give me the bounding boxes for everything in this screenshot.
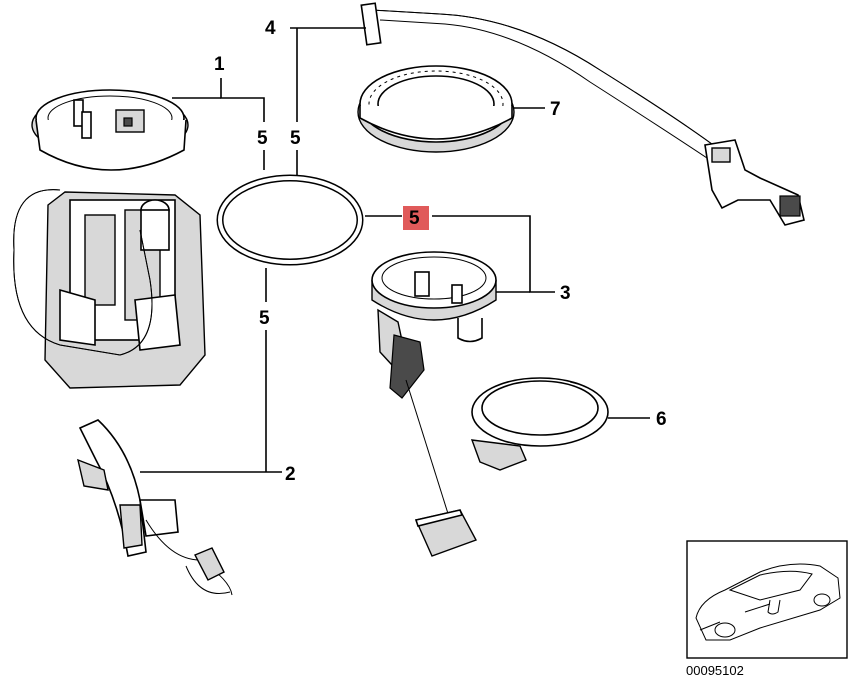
callout-6[interactable]: 6 [656,409,667,430]
callout-7[interactable]: 7 [550,99,561,120]
reference-number: 00095102 [686,663,744,678]
wire-harness[interactable] [360,2,805,226]
fuel-pump-assembly[interactable] [13,89,206,389]
leader-lines [140,27,650,473]
callout-1[interactable]: 1 [214,54,225,75]
vehicle-thumbnail [686,540,848,659]
gasket-ring[interactable] [216,174,364,266]
lock-ring[interactable] [357,65,515,153]
callout-highlight [403,206,429,230]
callout-5-top[interactable]: 5 [290,128,301,149]
callout-2[interactable]: 2 [285,464,296,485]
bracket-assembly[interactable] [77,419,233,596]
callout-5-pump[interactable]: 5 [257,128,268,149]
callout-4[interactable]: 4 [265,18,276,39]
mounting-ring[interactable] [470,377,609,471]
callout-5-bottom[interactable]: 5 [259,308,270,329]
callout-5-highlighted[interactable]: 5 [409,208,420,229]
car-outline-icon [695,563,841,641]
fuel-level-sender[interactable] [371,251,497,557]
callout-3[interactable]: 3 [560,283,571,304]
